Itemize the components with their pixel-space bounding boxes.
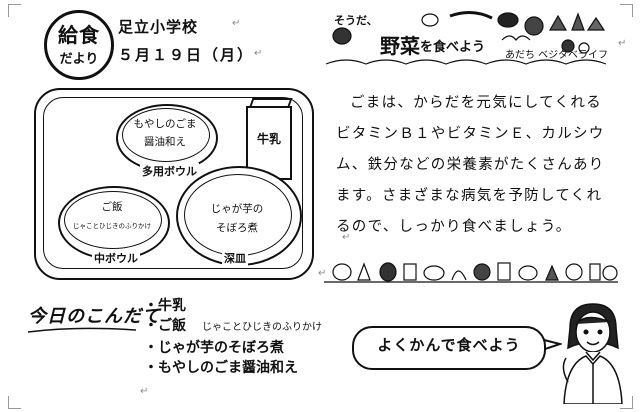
nutritionist-illustration bbox=[556, 298, 630, 405]
logo-line1: 給食 bbox=[58, 23, 100, 47]
vegetable-banner bbox=[322, 6, 612, 72]
bowl-left-rim bbox=[64, 191, 162, 249]
speech-bubble-text: よくかんで食べよう bbox=[377, 336, 521, 354]
plate-right-line1: じゃが芋の bbox=[210, 203, 264, 215]
bowl-left-line1: ご飯 bbox=[101, 201, 123, 213]
bowl-top-line2: 醤油和え bbox=[144, 136, 186, 148]
bowl-top-line1: もやしのごま bbox=[133, 118, 197, 130]
menu-list: ・牛乳 ・ご飯 じゃことひじきのふりかけ ・じゃが芋のそぼろ煮 ・もやしのごま醤油… bbox=[144, 296, 322, 378]
veg-subtitle: あだち ベジタベライフ bbox=[505, 50, 608, 61]
crop-mark bbox=[8, 396, 21, 409]
return-mark: ↵ bbox=[318, 268, 327, 279]
return-mark: ↵ bbox=[342, 232, 351, 243]
sesame-article: ごまは、からだを元気にしてくれるビタミンＢ１やビタミンＥ、カルシウム、鉄分などの… bbox=[336, 95, 605, 235]
menu-item: ・牛乳 bbox=[144, 298, 186, 314]
veg-title-prefix: そうだ、 bbox=[334, 14, 378, 27]
bowl-left-label: 中ボウル bbox=[92, 250, 140, 266]
crop-mark bbox=[8, 4, 21, 17]
veg-title-suffix: を食べよう bbox=[420, 40, 486, 55]
milk-label: 牛乳 bbox=[256, 132, 281, 146]
menu-item: ・もやしのごま醤油和え bbox=[144, 360, 298, 376]
crop-mark bbox=[620, 4, 633, 17]
issue-date: ５月１９日（月） bbox=[118, 46, 255, 64]
return-mark: ↵ bbox=[232, 18, 241, 29]
menu-item: ・じゃが芋のそぼろ煮 bbox=[144, 340, 284, 356]
school-name: 足立小学校 bbox=[118, 18, 199, 36]
menu-heading-text: 今日のこんだて bbox=[28, 306, 161, 327]
bowl-top-rim bbox=[122, 108, 210, 162]
vegetable-strip bbox=[322, 258, 620, 288]
return-mark: ↵ bbox=[618, 38, 627, 49]
logo-line2: だより bbox=[59, 52, 99, 67]
crop-mark bbox=[620, 396, 633, 409]
speech-bubble bbox=[352, 326, 546, 370]
newsletter-logo: 給食 だより bbox=[44, 10, 114, 80]
return-mark: ↵ bbox=[254, 48, 263, 59]
return-mark: ↵ bbox=[140, 386, 149, 397]
lunch-tray-inner bbox=[43, 97, 303, 269]
menu-item-rice-topping: じゃことひじきのふりかけ bbox=[202, 322, 322, 333]
bowl-top-label: 多用ボウル bbox=[140, 163, 199, 179]
bowl-left-line2: じゃことひじきのふりかけ bbox=[73, 222, 151, 230]
lunch-tray bbox=[34, 88, 314, 280]
plate-right-line2: そぼろ煮 bbox=[216, 222, 258, 234]
plate-right-label: 深皿 bbox=[222, 250, 248, 266]
veg-title: 野菜 bbox=[380, 34, 420, 58]
menu-heading bbox=[26, 292, 140, 338]
menu-item-rice-name: ・ご飯 bbox=[144, 318, 186, 334]
menu-item-rice: ・ご飯 じゃことひじきのふりかけ bbox=[144, 316, 322, 338]
